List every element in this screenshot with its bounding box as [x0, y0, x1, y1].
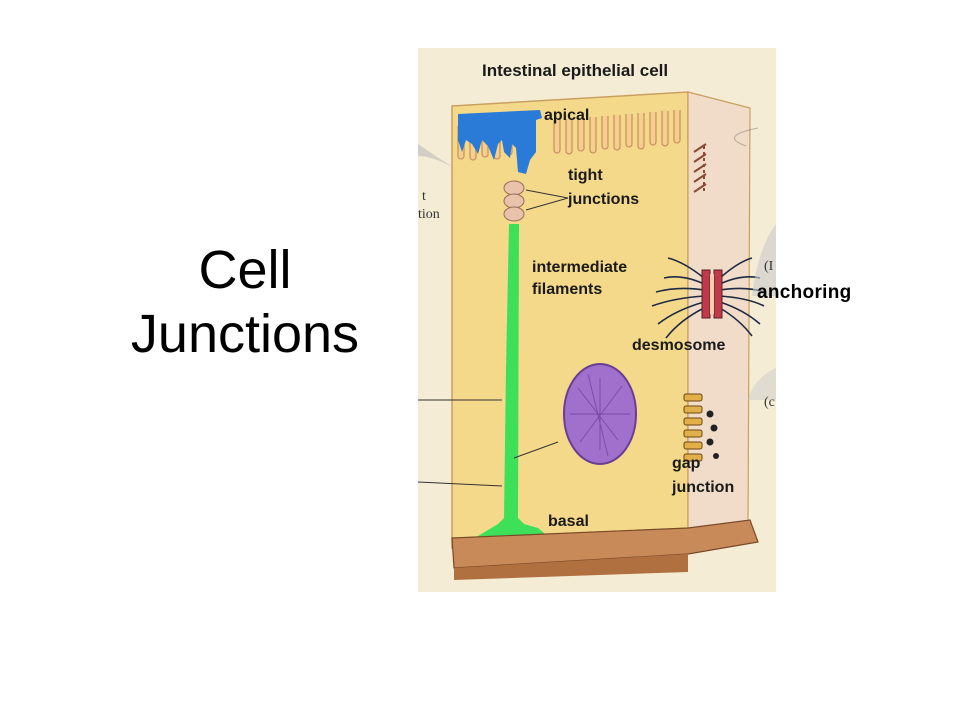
label-apical: apical	[544, 107, 589, 124]
basement-membrane-front	[454, 554, 688, 580]
nucleus	[563, 363, 637, 465]
label-junctions: junctions	[567, 191, 639, 208]
right-edge-shade	[752, 224, 776, 296]
label-intermediate: intermediate	[532, 259, 627, 276]
cut-fragment-left-t: t	[422, 189, 426, 204]
apical-domain	[458, 110, 542, 174]
slide-title: Cell Junctions	[100, 238, 390, 366]
label-junction: junction	[671, 479, 734, 496]
tight-junction-seals	[503, 180, 525, 222]
gap-junction	[683, 393, 719, 462]
label-basal: basal	[548, 513, 589, 530]
anchoring-label: anchoring	[757, 282, 852, 303]
title-line-1: Cell	[198, 240, 292, 300]
epithelial-cell-diagram: Intestinal epithelial cell apical tight …	[418, 48, 776, 592]
cut-fragment-right-b: (I	[764, 259, 774, 274]
basolateral-domain	[470, 224, 550, 544]
title-line-2: Junctions	[130, 304, 360, 364]
cut-fragment-left-tion: tion	[418, 207, 440, 222]
label-filaments: filaments	[532, 281, 602, 298]
label-gap: gap	[672, 455, 701, 472]
tight-junction-strands	[693, 143, 707, 194]
leader-lines	[418, 127, 759, 487]
cut-fragment-right-c: (c	[764, 395, 775, 410]
diagram-heading: Intestinal epithelial cell	[482, 61, 668, 80]
cell-front-face	[451, 91, 689, 549]
label-desmosome: desmosome	[632, 337, 725, 354]
right-edge-shade-2	[748, 368, 776, 400]
label-tight: tight	[568, 167, 603, 184]
